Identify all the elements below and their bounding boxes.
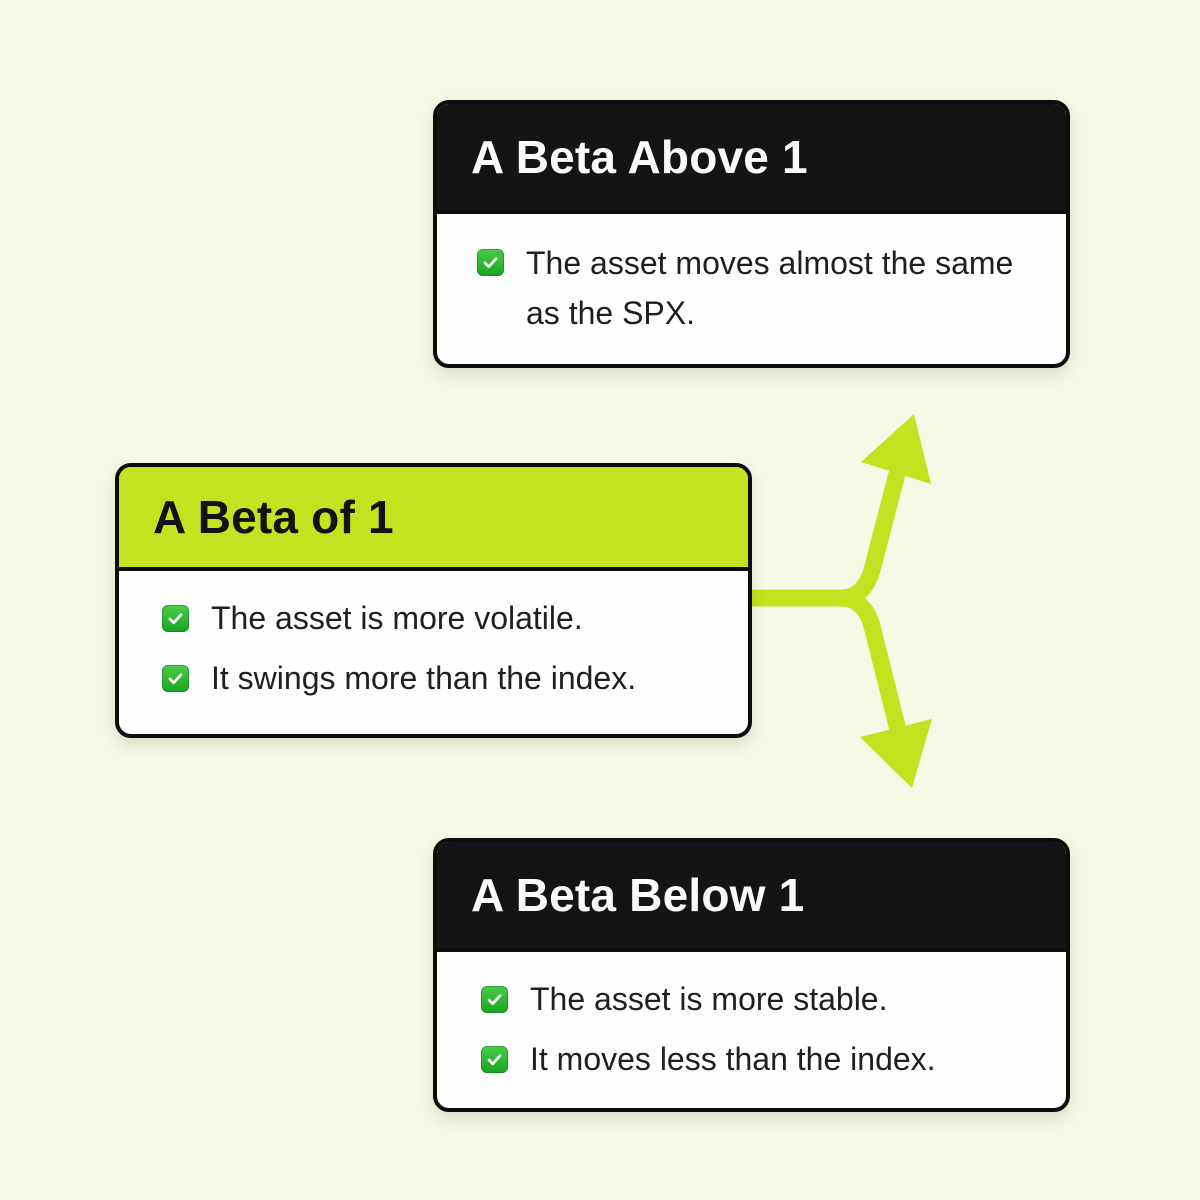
fork-arrow-down-shaft (841, 589, 907, 733)
card-beta-below-body: The asset is more stable. It moves less … (437, 952, 1066, 1096)
checklist-text: The asset is more stable. (530, 982, 887, 1016)
card-beta-of-one-body: The asset is more volatile. It swings mo… (119, 571, 748, 715)
card-beta-above-body: The asset moves almost the same as the S… (437, 214, 1066, 358)
checklist-text-line: The asset is more volatile. (211, 600, 583, 636)
check-icon (162, 605, 189, 632)
fork-arrow-up-shaft (752, 467, 907, 607)
checklist-text-line: The asset is more stable. (530, 981, 888, 1017)
card-beta-below-title: A Beta Below 1 (471, 869, 805, 921)
card-beta-below-header: A Beta Below 1 (437, 842, 1066, 952)
check-icon (162, 665, 189, 692)
checklist-item: The asset is more volatile. (162, 601, 718, 635)
checklist-text-line: It swings more than the index. (211, 660, 637, 696)
checklist-text: It moves less than the index. (530, 1042, 936, 1076)
card-beta-above-title: A Beta Above 1 (471, 131, 808, 183)
checklist-text-line: The asset moves almost the same (526, 245, 1014, 281)
checklist-item: The asset is more stable. (481, 982, 1026, 1016)
card-beta-above-header: A Beta Above 1 (437, 104, 1066, 214)
checklist-item: It moves less than the index. (481, 1042, 1026, 1076)
card-beta-above: A Beta Above 1 The asset moves almost th… (433, 100, 1070, 368)
checklist-text-line: as the SPX. (526, 295, 695, 331)
checklist-text: The asset moves almost the same as the S… (526, 238, 1013, 338)
checklist-text: It swings more than the index. (211, 661, 636, 695)
checklist-item: It swings more than the index. (162, 661, 718, 695)
card-beta-of-one: A Beta of 1 The asset is more volatile. … (115, 463, 752, 738)
card-beta-of-one-title: A Beta of 1 (153, 491, 394, 543)
checklist-text-line: It moves less than the index. (530, 1041, 936, 1077)
card-beta-of-one-header: A Beta of 1 (119, 467, 748, 571)
check-icon (477, 249, 504, 276)
check-icon (481, 1046, 508, 1073)
checklist-text: The asset is more volatile. (211, 601, 583, 635)
arrowhead-down-icon (860, 719, 932, 788)
card-beta-below: A Beta Below 1 The asset is more stable.… (433, 838, 1070, 1112)
arrowhead-up-icon (861, 414, 931, 484)
checklist-item: The asset moves almost the same as the S… (477, 238, 1026, 338)
check-icon (481, 986, 508, 1013)
